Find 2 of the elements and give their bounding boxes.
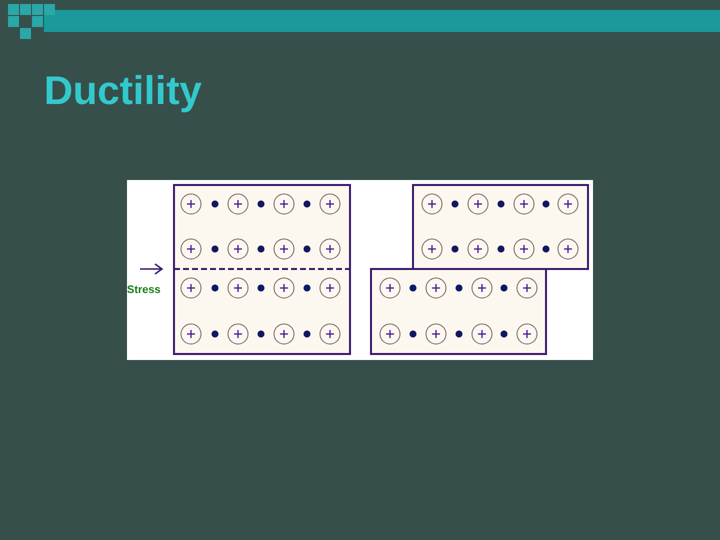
slide-title: Ductility xyxy=(44,68,202,115)
stress-label: Stress xyxy=(127,283,161,297)
